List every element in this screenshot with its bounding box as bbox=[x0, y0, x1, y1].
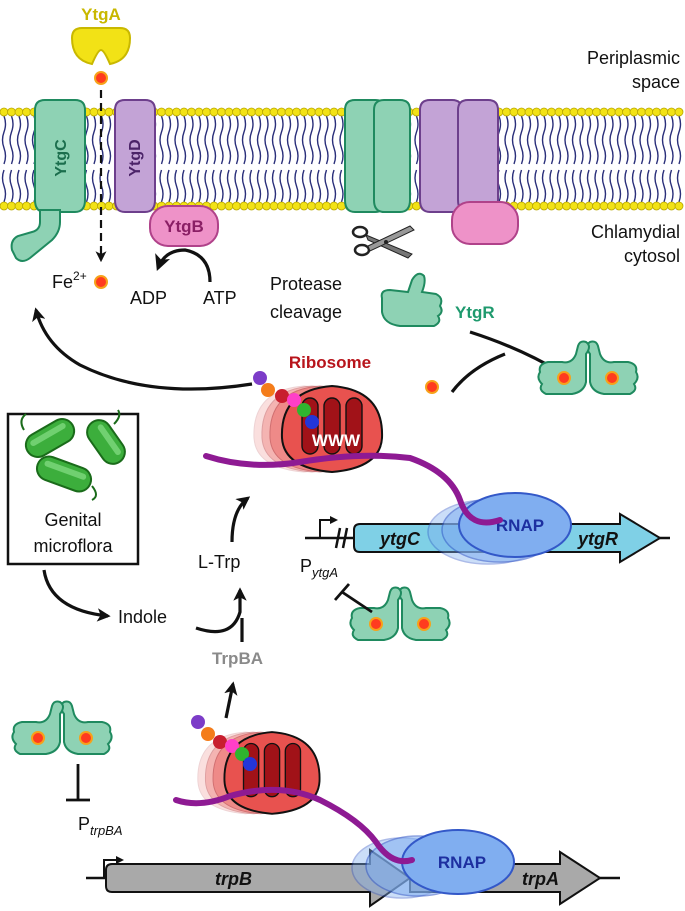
gene-ytgC: ytgC bbox=[379, 529, 421, 549]
iron-ion-free bbox=[425, 380, 439, 394]
repression-ytgA-bar bbox=[333, 583, 351, 601]
adp-label: ADP bbox=[130, 288, 167, 308]
indole-to-trp-arrow bbox=[195, 587, 247, 634]
atp-hydrolysis-arrow bbox=[155, 248, 212, 283]
atp-label: ATP bbox=[203, 288, 237, 308]
gene-ytgR: ytgR bbox=[577, 529, 618, 549]
ytgB-protein-2 bbox=[451, 201, 519, 245]
ytgD-label: YtgD bbox=[127, 139, 144, 176]
iron-ion-periplasm bbox=[94, 71, 108, 85]
ytgD-protein: YtgD bbox=[114, 99, 156, 213]
cytosol-label: cytosol bbox=[624, 246, 680, 266]
cleavage-label: cleavage bbox=[270, 302, 342, 322]
genital-label: Genital bbox=[44, 510, 101, 530]
trp-to-ribosome-arrow bbox=[230, 496, 251, 543]
ytgR-label: YtgR bbox=[455, 303, 495, 322]
membrane-bilayer bbox=[0, 107, 684, 211]
iron-ion-cytosol bbox=[94, 275, 108, 289]
iron-binding-arrow-curve bbox=[450, 352, 506, 393]
www-label: WWW bbox=[312, 431, 361, 450]
mrna-bottom bbox=[173, 786, 415, 865]
iron-release-arrow bbox=[32, 307, 253, 391]
ytgB-label: YtgB bbox=[164, 217, 204, 236]
ribosome-label: Ribosome bbox=[289, 353, 371, 372]
rnap-top: RNAP bbox=[427, 492, 572, 565]
ytgB-protein: YtgB bbox=[149, 205, 219, 247]
repression-ytgA bbox=[341, 590, 373, 614]
microflora-label: microflora bbox=[33, 536, 113, 556]
microflora-to-indole-arrow bbox=[42, 569, 111, 622]
ltrp-label: L-Trp bbox=[198, 552, 240, 572]
p-trpBA-label: PtrpBA bbox=[78, 814, 123, 838]
chlamydial-label: Chlamydial bbox=[591, 222, 680, 242]
protease-label: Protease bbox=[270, 274, 342, 294]
fe-label: Fe2+ bbox=[52, 269, 87, 292]
gene-trpB: trpB bbox=[215, 869, 252, 889]
ytgR-dimer-repressor-trp bbox=[11, 700, 113, 755]
rnap-bottom: RNAP bbox=[351, 829, 515, 899]
rnap-top-label: RNAP bbox=[496, 516, 544, 535]
ytgA-label: YtgA bbox=[81, 5, 121, 24]
ytgR-fragment bbox=[380, 272, 443, 327]
ytgC-protein-2 bbox=[344, 99, 411, 213]
peptide-chain-top bbox=[253, 371, 319, 429]
indole-label: Indole bbox=[118, 607, 167, 627]
ytgC-label: YtgC bbox=[53, 139, 70, 177]
rnap-bottom-label: RNAP bbox=[438, 853, 486, 872]
trpBA-synthesis-arrow bbox=[224, 681, 238, 719]
ytgA-protein: YtgA bbox=[70, 5, 132, 66]
periplasmic-label: Periplasmic bbox=[587, 48, 680, 68]
ytgD-protein-2 bbox=[419, 99, 499, 213]
ytgR-dimer-repressor bbox=[349, 586, 451, 641]
peptide-chain-bottom bbox=[191, 715, 257, 771]
scissors-icon bbox=[351, 225, 415, 259]
trpBA-label: TrpBA bbox=[212, 649, 263, 668]
p-ytgA-label: PytgA bbox=[300, 556, 338, 580]
ytgC-protein: YtgC bbox=[10, 99, 86, 262]
gene-trpA: trpA bbox=[522, 869, 559, 889]
bacteria-icon bbox=[20, 409, 126, 501]
mrna-top bbox=[203, 452, 503, 526]
ytgR-dimer-iron-bound bbox=[537, 340, 639, 395]
space-label: space bbox=[632, 72, 680, 92]
microflora-box: Genital microflora bbox=[6, 409, 140, 566]
